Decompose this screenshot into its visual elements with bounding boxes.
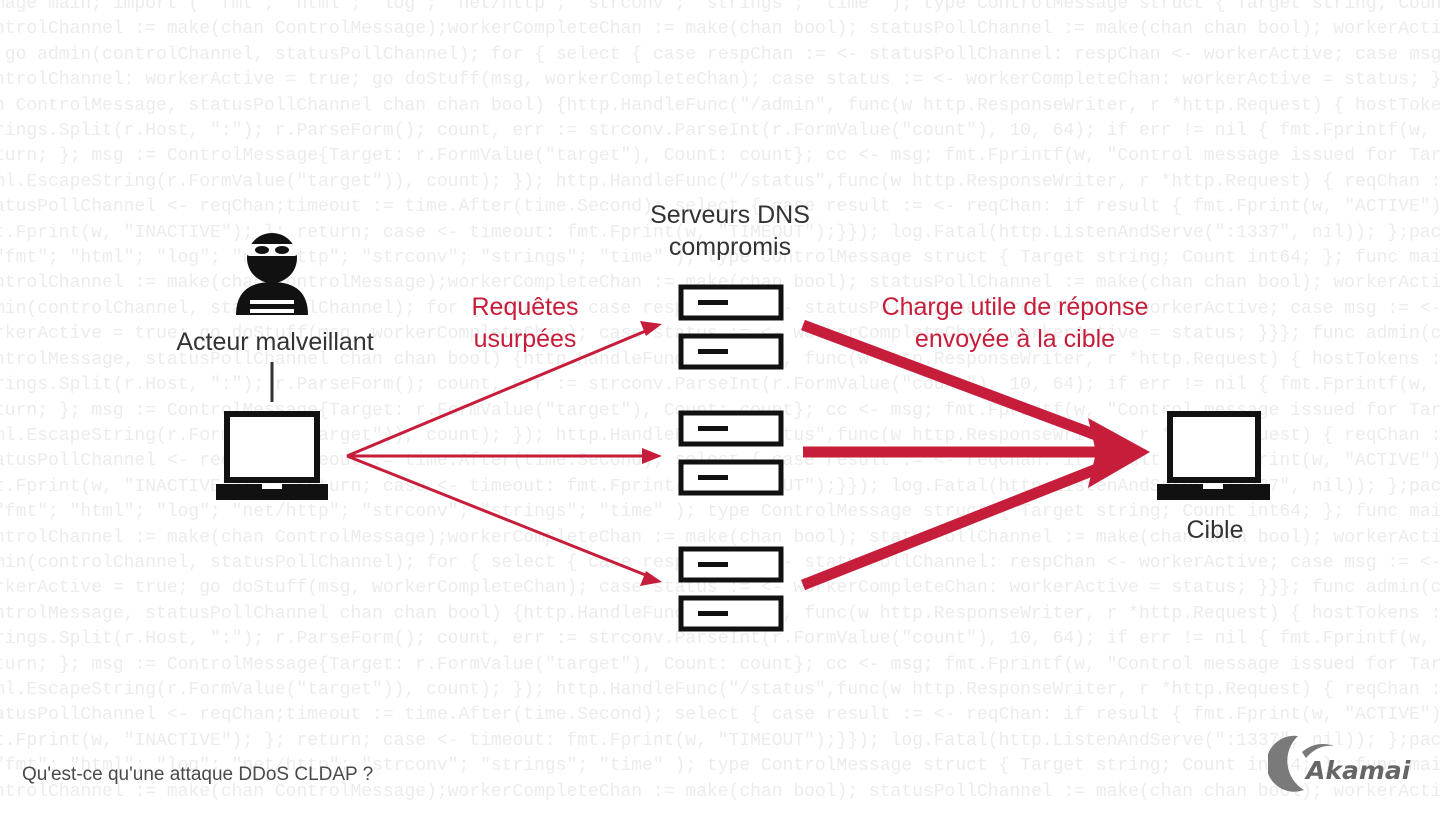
request-arrowhead-top bbox=[640, 321, 662, 336]
request-arrowheads bbox=[640, 321, 662, 586]
payload-label-line2: envoyée à la cible bbox=[914, 325, 1116, 353]
request-arrowhead-bottom bbox=[640, 571, 662, 586]
request-arrow-top bbox=[346, 328, 649, 458]
dns-label-line2: compromis bbox=[668, 233, 792, 261]
dns-server-top-icon bbox=[678, 284, 784, 370]
requests-label-line2: usurpées bbox=[473, 325, 577, 353]
dns-label-line1: Serveurs DNS bbox=[650, 201, 810, 229]
spoofed-requests-label: Requêtes usurpées bbox=[440, 291, 610, 355]
footer-title: Qu'est-ce qu'une attaque DDoS CLDAP ? bbox=[22, 764, 374, 785]
akamai-logo-icon bbox=[1268, 735, 1334, 792]
spoofed-request-arrows bbox=[346, 328, 649, 578]
payload-arrowhead bbox=[1088, 418, 1150, 488]
attacker-icon bbox=[236, 233, 308, 315]
payload-arrow-bottom bbox=[800, 457, 1115, 591]
payload-label: Charge utile de réponse envoyée à la cib… bbox=[850, 291, 1180, 355]
dns-server-middle-icon bbox=[678, 410, 784, 496]
target-laptop-icon bbox=[1157, 411, 1270, 500]
attacker-label: Acteur malveillant bbox=[176, 328, 374, 356]
request-arrowhead-middle bbox=[642, 448, 662, 464]
akamai-brand-text: Akamai bbox=[1306, 756, 1411, 785]
payload-response-arrows bbox=[800, 319, 1115, 591]
payload-label-line1: Charge utile de réponse bbox=[881, 293, 1149, 321]
request-arrow-bottom bbox=[346, 454, 649, 578]
attacker-laptop-icon bbox=[216, 411, 328, 500]
payload-arrow-top bbox=[801, 319, 1114, 447]
dns-servers-label: Serveurs DNS compromis bbox=[590, 199, 870, 263]
requests-label-line1: Requêtes bbox=[471, 293, 579, 321]
target-label: Cible bbox=[1186, 516, 1244, 544]
dns-server-bottom-icon bbox=[678, 546, 784, 632]
